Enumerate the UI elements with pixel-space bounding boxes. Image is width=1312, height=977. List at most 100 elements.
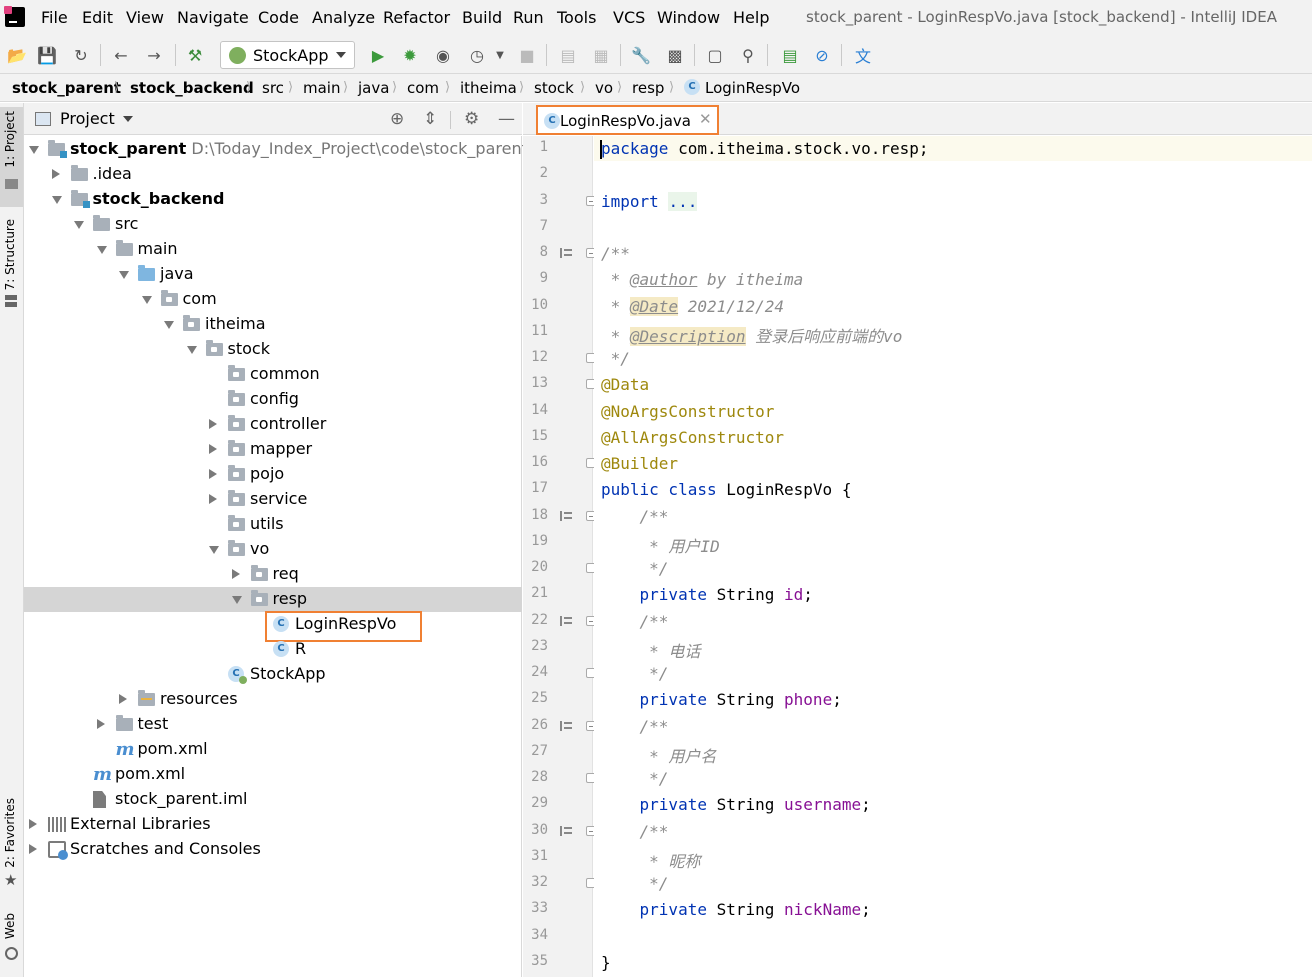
tree-item[interactable]: stock_parent D:\Today_Index_Project\code… — [24, 137, 528, 162]
line-number[interactable]: 17 — [531, 480, 548, 496]
hide-icon[interactable]: — — [498, 109, 515, 129]
rendered-doc-icon[interactable] — [560, 616, 572, 626]
tree-item[interactable]: mapper — [24, 437, 522, 462]
collapsed-arrow-icon[interactable] — [209, 419, 217, 429]
coverage-icon[interactable]: ◉ — [436, 45, 450, 65]
line-number[interactable]: 24 — [531, 664, 548, 680]
line-number[interactable]: 23 — [531, 638, 548, 654]
menu-file[interactable]: File — [41, 8, 68, 27]
back-icon[interactable]: ← — [114, 45, 128, 65]
line-number[interactable]: 3 — [539, 192, 548, 208]
tree-item[interactable]: src — [24, 212, 522, 237]
expanded-arrow-icon[interactable] — [209, 546, 219, 554]
tree-item[interactable]: stock_parent.iml — [24, 787, 522, 812]
line-number[interactable]: 21 — [531, 585, 548, 601]
line-number[interactable]: 18 — [531, 507, 548, 523]
rendered-doc-icon[interactable] — [560, 721, 572, 731]
menu-code[interactable]: Code — [258, 8, 299, 27]
menu-tools[interactable]: Tools — [557, 8, 597, 27]
line-number[interactable]: 10 — [531, 297, 548, 313]
rendered-doc-icon[interactable] — [560, 826, 572, 836]
line-number[interactable]: 32 — [531, 874, 548, 890]
run-icon[interactable]: ▶ — [371, 45, 385, 65]
breadcrumb-item[interactable]: stock — [534, 79, 574, 97]
line-number[interactable]: 7 — [539, 218, 548, 234]
breadcrumb-item[interactable]: vo — [595, 79, 614, 97]
tree-item[interactable]: resp — [24, 587, 522, 612]
collapsed-arrow-icon[interactable] — [209, 444, 217, 454]
collapsed-arrow-icon[interactable] — [96, 719, 105, 729]
save-icon[interactable]: 💾 — [37, 45, 57, 65]
breadcrumb-item[interactable]: main — [303, 79, 341, 97]
tree-item[interactable]: controller — [24, 412, 522, 437]
project-panel-title[interactable]: Project — [60, 109, 115, 128]
line-number[interactable]: 11 — [531, 323, 548, 339]
line-number[interactable]: 30 — [531, 822, 548, 838]
chevron-down-icon[interactable] — [123, 116, 133, 122]
line-number[interactable]: 28 — [531, 769, 548, 785]
folded-imports[interactable]: ... — [668, 192, 698, 211]
tree-item[interactable]: com — [24, 287, 522, 312]
tab-login-resp-vo[interactable]: C LoginRespVo.java ✕ — [536, 105, 719, 135]
breadcrumb-item[interactable]: itheima — [460, 79, 517, 97]
debug-icon[interactable]: ✹ — [403, 45, 417, 65]
line-number[interactable]: 26 — [531, 717, 548, 733]
expanded-arrow-icon[interactable] — [51, 196, 62, 204]
settings-icon[interactable]: 🔧 — [631, 45, 651, 65]
tree-item[interactable]: Scratches and Consoles — [24, 837, 522, 862]
profile-icon[interactable]: ◷ — [470, 45, 484, 65]
line-number[interactable]: 27 — [531, 743, 548, 759]
sync-icon[interactable]: ↻ — [74, 45, 88, 65]
line-number[interactable]: 9 — [539, 270, 548, 286]
tree-item[interactable]: service — [24, 487, 522, 512]
collapsed-arrow-icon[interactable] — [29, 844, 37, 854]
tree-item[interactable]: main — [24, 237, 522, 262]
forward-icon[interactable]: → — [147, 45, 161, 65]
expanded-arrow-icon[interactable] — [186, 346, 197, 354]
line-number[interactable]: 16 — [531, 454, 548, 470]
tree-item[interactable]: common — [24, 362, 522, 387]
tab-favorites[interactable]: 2: Favorites — [3, 798, 17, 868]
project-structure-icon[interactable]: ▩ — [667, 45, 683, 65]
expanded-arrow-icon[interactable] — [74, 221, 84, 229]
tree-item[interactable]: config — [24, 387, 522, 412]
menu-edit[interactable]: Edit — [82, 8, 113, 27]
close-icon[interactable]: ✕ — [699, 110, 712, 128]
translate-icon[interactable]: 文 — [854, 47, 871, 66]
line-number[interactable]: 20 — [531, 559, 548, 575]
tree-item[interactable]: test — [24, 712, 522, 737]
collapsed-arrow-icon[interactable] — [29, 819, 37, 829]
breadcrumb-item[interactable]: LoginRespVo — [705, 79, 801, 97]
tree-item[interactable]: itheima — [24, 312, 522, 337]
gear-icon[interactable]: ⚙ — [464, 109, 480, 129]
expanded-arrow-icon[interactable] — [96, 246, 107, 254]
rendered-doc-icon[interactable] — [560, 248, 572, 258]
code-editor[interactable]: package com.itheima.stock.vo.resp; impor… — [594, 136, 1312, 977]
locate-icon[interactable]: ⊕ — [390, 109, 405, 129]
expanded-arrow-icon[interactable] — [231, 596, 242, 604]
tree-item[interactable]: External Libraries — [24, 812, 522, 837]
expanded-arrow-icon[interactable] — [119, 271, 129, 279]
menu-build[interactable]: Build — [462, 8, 503, 27]
line-number[interactable]: 22 — [531, 612, 548, 628]
run-config-select[interactable]: StockApp — [220, 41, 355, 69]
line-number[interactable]: 2 — [539, 165, 548, 181]
tree-item[interactable]: utils — [24, 512, 522, 537]
search-icon[interactable]: ⚲ — [742, 45, 754, 65]
line-number[interactable]: 14 — [531, 402, 548, 418]
line-number[interactable]: 8 — [539, 244, 548, 260]
menu-refactor[interactable]: Refactor — [383, 8, 451, 27]
breadcrumb-item[interactable]: resp — [632, 79, 665, 97]
tree-item[interactable]: stock — [24, 337, 522, 362]
breadcrumb-item[interactable]: src — [262, 79, 284, 97]
breadcrumb-item[interactable]: java — [358, 79, 390, 97]
line-number[interactable]: 31 — [531, 848, 548, 864]
line-number[interactable]: 29 — [531, 795, 548, 811]
remote-icon[interactable]: ▦ — [593, 45, 609, 65]
collapsed-arrow-icon[interactable] — [209, 494, 217, 504]
menu-vcs[interactable]: VCS — [613, 8, 646, 27]
tree-item[interactable]: vo — [24, 537, 522, 562]
